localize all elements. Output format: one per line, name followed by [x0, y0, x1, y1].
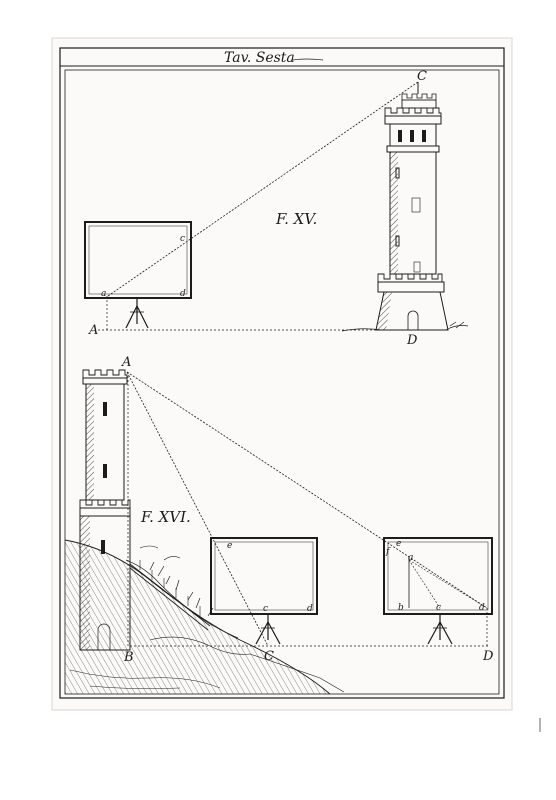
fig16-frame2-diagonal-2: [408, 559, 441, 609]
fig15-tripod: [125, 298, 149, 329]
fig15-tower: [341, 82, 469, 332]
fig16-frame2-point-b: b: [398, 603, 404, 613]
fig16-point-A: A: [121, 355, 131, 370]
title-flourish: [292, 58, 324, 61]
fig15-point-D: D: [406, 333, 418, 348]
fig15-point-A: A: [88, 323, 98, 338]
fig15-point-d: d: [180, 289, 186, 299]
fig16-tripod-1: [255, 614, 281, 645]
fig16-frame2-point-f: f: [385, 547, 391, 557]
fig16-frame2-point-a: a: [408, 553, 413, 563]
fig16-frame2-point-c: c: [436, 603, 441, 613]
fig15-point-a: a: [101, 289, 106, 299]
fig16-point-C: C: [264, 649, 274, 664]
fig15-label: F. XV.: [275, 210, 317, 228]
fig15-picture-frame-inner: [88, 225, 188, 295]
fig16-label: F. XVI.: [140, 508, 191, 526]
fig16-frame1-point-e: e: [227, 541, 232, 551]
plate-frame-outer: [59, 47, 505, 699]
fig16-tower: [79, 369, 131, 651]
fig16-ray-to-D: [126, 371, 488, 609]
fig16-frame2-point-e: e: [396, 539, 401, 549]
fig16-frame1-point-c: c: [263, 604, 268, 614]
fig16-picture-frame-2-inner: [387, 541, 489, 611]
fig16-frame2-diagonal: [408, 559, 488, 609]
fig15-point-c: c: [180, 234, 185, 244]
fig16-tripod-2: [427, 614, 453, 645]
fig16-picture-frame-2: [383, 537, 493, 615]
fig16-picture-frame-1-inner: [214, 541, 314, 611]
fig16-ray-to-C: [126, 371, 269, 647]
fig16-point-D: D: [482, 649, 494, 664]
fig16-point-B: B: [123, 650, 134, 665]
fig16-hillside: [64, 539, 345, 695]
fig16-frame1-point-d: d: [307, 604, 313, 614]
fig15-picture-frame: [84, 221, 192, 299]
fig16-frame2-point-d: d: [479, 603, 485, 613]
figure-16: F. XVI.: [64, 355, 494, 695]
plate-title: Tav. Sesta: [224, 50, 295, 66]
fig16-picture-frame-1: [210, 537, 318, 615]
fig15-point-C: C: [417, 69, 427, 84]
figure-15: F. XV.: [84, 69, 469, 348]
